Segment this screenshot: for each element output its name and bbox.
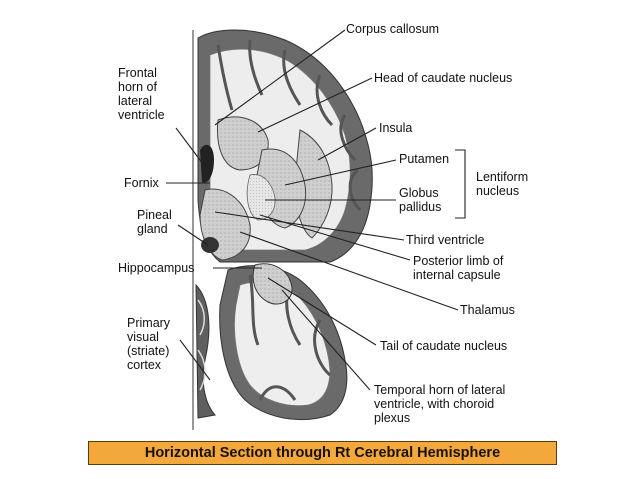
temporal-white-matter xyxy=(234,281,331,406)
label-globus-line2: pallidus xyxy=(399,200,442,214)
label-insula: Insula xyxy=(379,121,413,135)
line-temporal-horn xyxy=(281,289,371,391)
line-head-caudate xyxy=(257,77,373,133)
label-posterior-line1: Posterior limb of xyxy=(413,254,504,268)
label-lentiform-line2: nucleus xyxy=(476,184,520,198)
hippocampus-shape xyxy=(252,263,293,305)
lentiform-bracket xyxy=(455,149,466,219)
label-temporal-line1: Temporal horn of lateral xyxy=(374,383,506,397)
label-frontal-horn-line4: ventricle xyxy=(118,108,165,122)
pineal-dark xyxy=(201,237,219,253)
label-thalamus: Thalamus xyxy=(460,303,515,317)
label-head-of-caudate: Head of caudate nucleus xyxy=(374,71,513,85)
label-temporal-horn: Temporal horn of lateral ventricle, with… xyxy=(374,383,505,425)
label-frontal-horn-line3: lateral xyxy=(118,94,153,108)
label-globus-pallidus: Globus pallidus xyxy=(399,186,441,214)
leader-lines xyxy=(166,29,466,391)
label-temporal-line2: ventricle, with choroid xyxy=(374,397,495,411)
label-pineal-line1: Pineal xyxy=(137,208,172,222)
caption-text: Horizontal Section through Rt Cerebral H… xyxy=(144,445,501,461)
label-hippocampus: Hippocampus xyxy=(118,261,195,275)
label-lentiform: Lentiform nucleus xyxy=(476,170,528,198)
label-pineal-line2: gland xyxy=(137,222,168,236)
label-visual-line4: cortex xyxy=(127,358,162,372)
label-corpus-callosum: Corpus callosum xyxy=(346,22,440,36)
label-frontal-horn: Frontal horn of lateral ventricle xyxy=(118,66,165,122)
label-putamen: Putamen xyxy=(399,152,450,166)
caption-banner: Horizontal Section through Rt Cerebral H… xyxy=(88,441,557,465)
line-pineal xyxy=(177,224,209,246)
line-thalamus xyxy=(239,231,459,311)
line-tail-caudate xyxy=(267,277,377,346)
frontal-gyri xyxy=(216,39,362,212)
line-insula xyxy=(317,127,377,161)
line-posterior-limb xyxy=(259,214,411,261)
line-frontal-horn xyxy=(175,127,207,169)
label-visual-line2: visual xyxy=(127,330,159,344)
line-visual xyxy=(179,339,211,381)
label-temporal-line3: plexus xyxy=(374,411,411,425)
label-globus-line1: Globus xyxy=(399,186,439,200)
line-putamen xyxy=(284,159,397,186)
globus-pallidus-shape xyxy=(246,174,276,221)
label-pineal-gland: Pineal gland xyxy=(137,208,172,236)
label-fornix: Fornix xyxy=(124,176,159,190)
visual-cortex-folds xyxy=(197,299,206,391)
label-frontal-horn-line2: horn of xyxy=(118,80,157,94)
line-corpus-callosum xyxy=(214,29,346,126)
label-posterior-limb: Posterior limb of internal capsule xyxy=(413,254,503,282)
label-primary-visual: Primary visual (striate) cortex xyxy=(127,316,170,372)
label-tail-of-caudate: Tail of caudate nucleus xyxy=(380,339,508,353)
label-posterior-line2: internal capsule xyxy=(413,268,501,282)
label-frontal-horn-line1: Frontal xyxy=(118,66,157,80)
label-visual-line1: Primary xyxy=(127,316,171,330)
label-third-ventricle: Third ventricle xyxy=(406,233,485,247)
label-visual-line3: (striate) xyxy=(127,344,170,358)
frontal-horn-dark xyxy=(200,144,214,183)
visual-cortex xyxy=(195,283,216,419)
line-third-ventricle xyxy=(214,211,405,241)
temporal-gyri xyxy=(248,274,332,401)
label-lentiform-line1: Lentiform xyxy=(476,170,529,184)
